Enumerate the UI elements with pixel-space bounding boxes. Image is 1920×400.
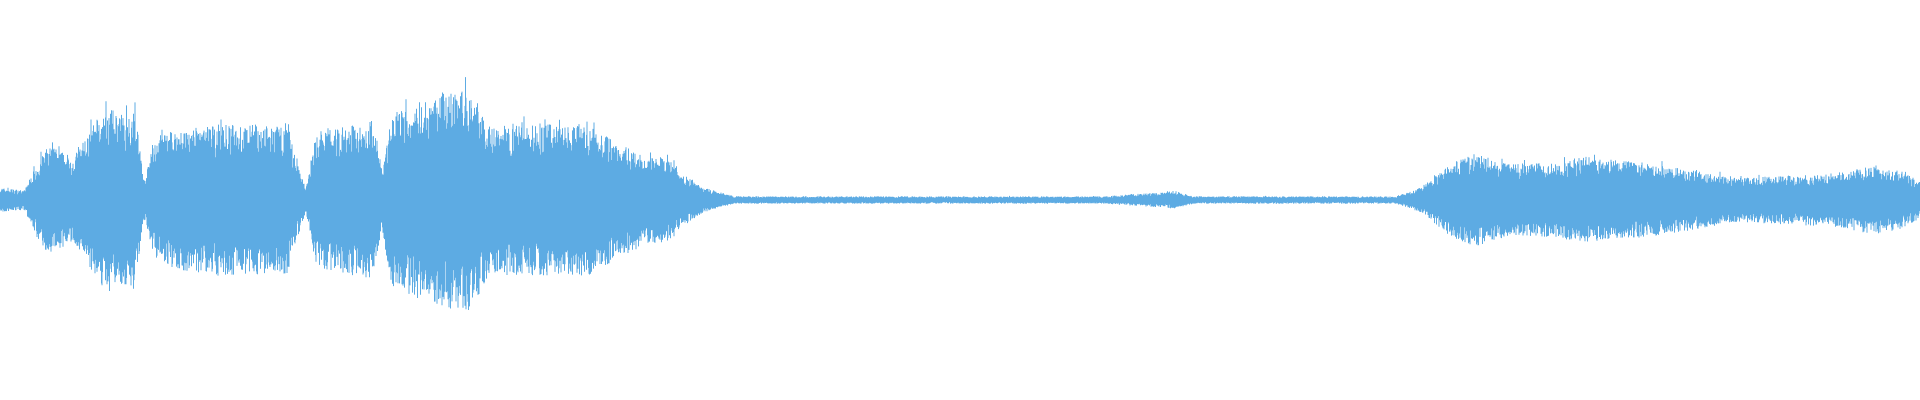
waveform bbox=[0, 77, 1920, 310]
